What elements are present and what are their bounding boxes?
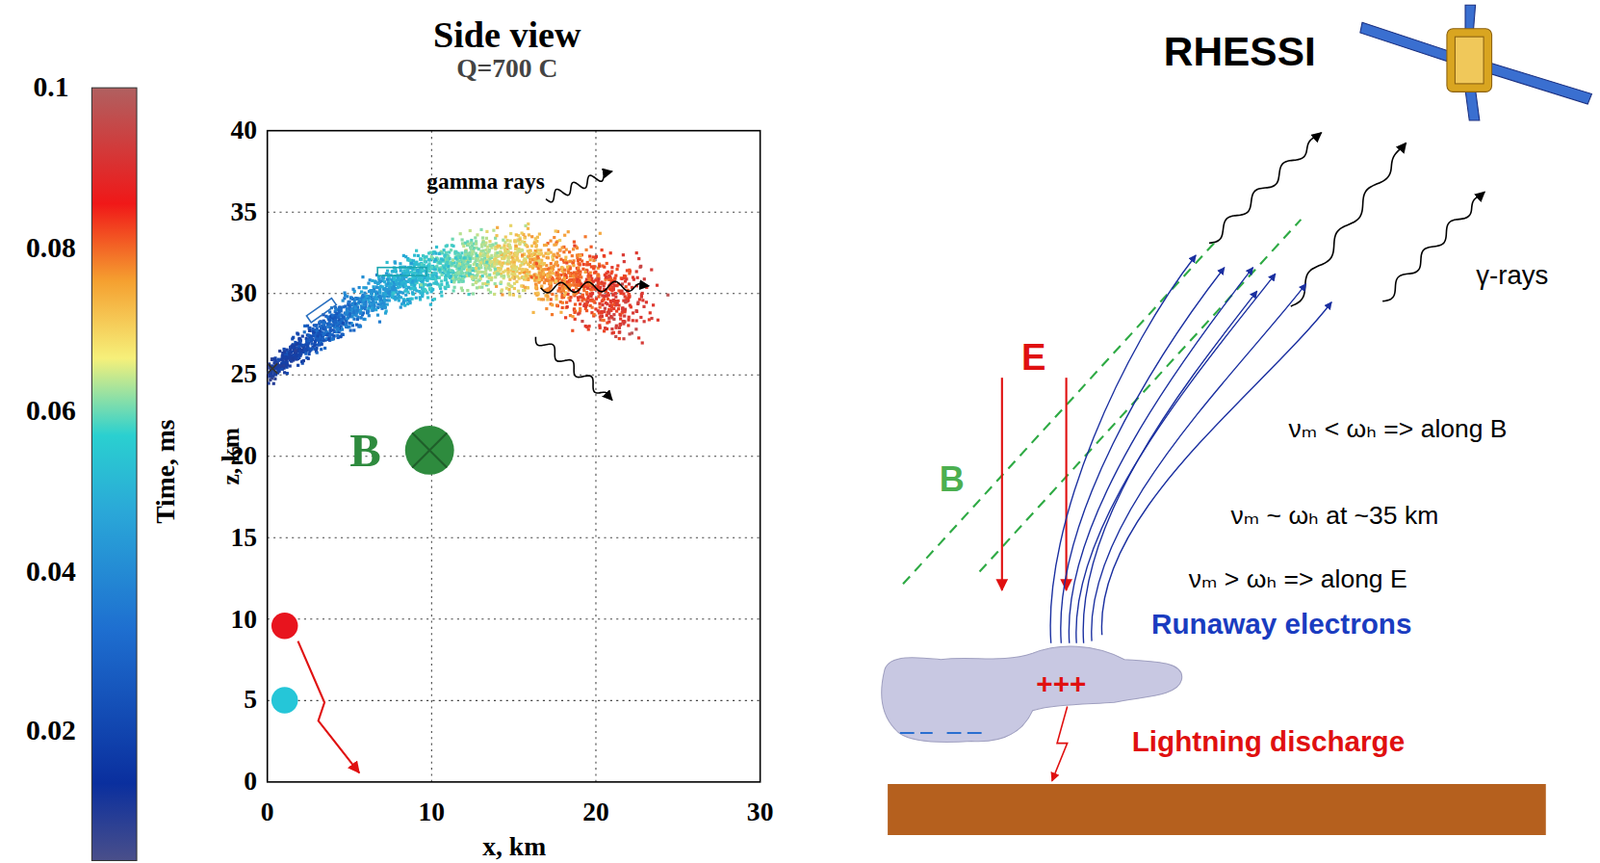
field-label: B (939, 460, 965, 499)
thundercloud: +++ (879, 638, 1187, 745)
colorbar-tick: 0.02 (25, 715, 77, 748)
axis-tick: 30 (231, 279, 259, 309)
lightning-bolt (297, 641, 360, 774)
negative-charge (271, 686, 299, 714)
colorbar-tick: 0.08 (25, 232, 77, 264)
gamma-ray-arrows (535, 132, 1485, 401)
ground (887, 783, 1547, 835)
axis-tick: 10 (418, 798, 446, 827)
beam-marker (306, 298, 336, 323)
field-label: E (1021, 336, 1046, 378)
axis-tick: 15 (231, 522, 259, 552)
annotation: Runaway electrons (1151, 608, 1412, 641)
annotation: Lightning discharge (1132, 725, 1406, 758)
axis-tick: 5 (243, 685, 258, 715)
axis-tick: 30 (747, 798, 775, 827)
colorbar-tick: 0.06 (25, 395, 77, 428)
grid-lines (267, 130, 761, 782)
scatter-points (267, 222, 671, 386)
annotation: νₘ < ωₕ => along B (1289, 414, 1508, 443)
panel-title: Side view (433, 15, 582, 56)
annotation: νₘ > ωₕ => along E (1188, 564, 1408, 593)
colorbar-tick: 0.04 (25, 555, 77, 588)
axis-tick: 0 (260, 798, 275, 827)
charge-label: +++ (1035, 668, 1086, 700)
cloud-outline (879, 638, 1187, 745)
axis-tick: 20 (582, 798, 610, 827)
axis-tick: 40 (231, 116, 259, 146)
e-field-arrow (1001, 377, 1004, 590)
axis-title: z, km (217, 427, 245, 485)
beam-marker (377, 267, 427, 276)
axis-title: x, km (482, 832, 546, 862)
origin-marker (267, 362, 279, 374)
colorbar-title: Time, ms (152, 419, 181, 524)
annotation: νₘ ~ ωₕ at ~35 km (1230, 501, 1439, 530)
b-field-cross (412, 432, 447, 467)
axis-tick: 35 (231, 197, 259, 227)
charge-label: Q=700 C (456, 54, 558, 84)
rhessi-satellite (1360, 4, 1593, 121)
lightning-bolt (1052, 705, 1068, 780)
annotation: gamma rays (426, 169, 544, 195)
field-label: B (349, 425, 382, 478)
axis-tick: 25 (231, 360, 259, 389)
colorbar-tick: 0.1 (32, 72, 69, 104)
e-field-arrow (1065, 377, 1068, 590)
colorbar (91, 87, 137, 860)
satellite-name: RHESSI (1163, 28, 1317, 75)
b-field-symbol (405, 425, 455, 475)
axis-tick: 0 (243, 767, 258, 797)
annotation: γ-rays (1475, 260, 1549, 290)
plot-frame (267, 130, 761, 782)
positive-charge (271, 612, 299, 640)
axis-tick: 10 (231, 604, 259, 634)
